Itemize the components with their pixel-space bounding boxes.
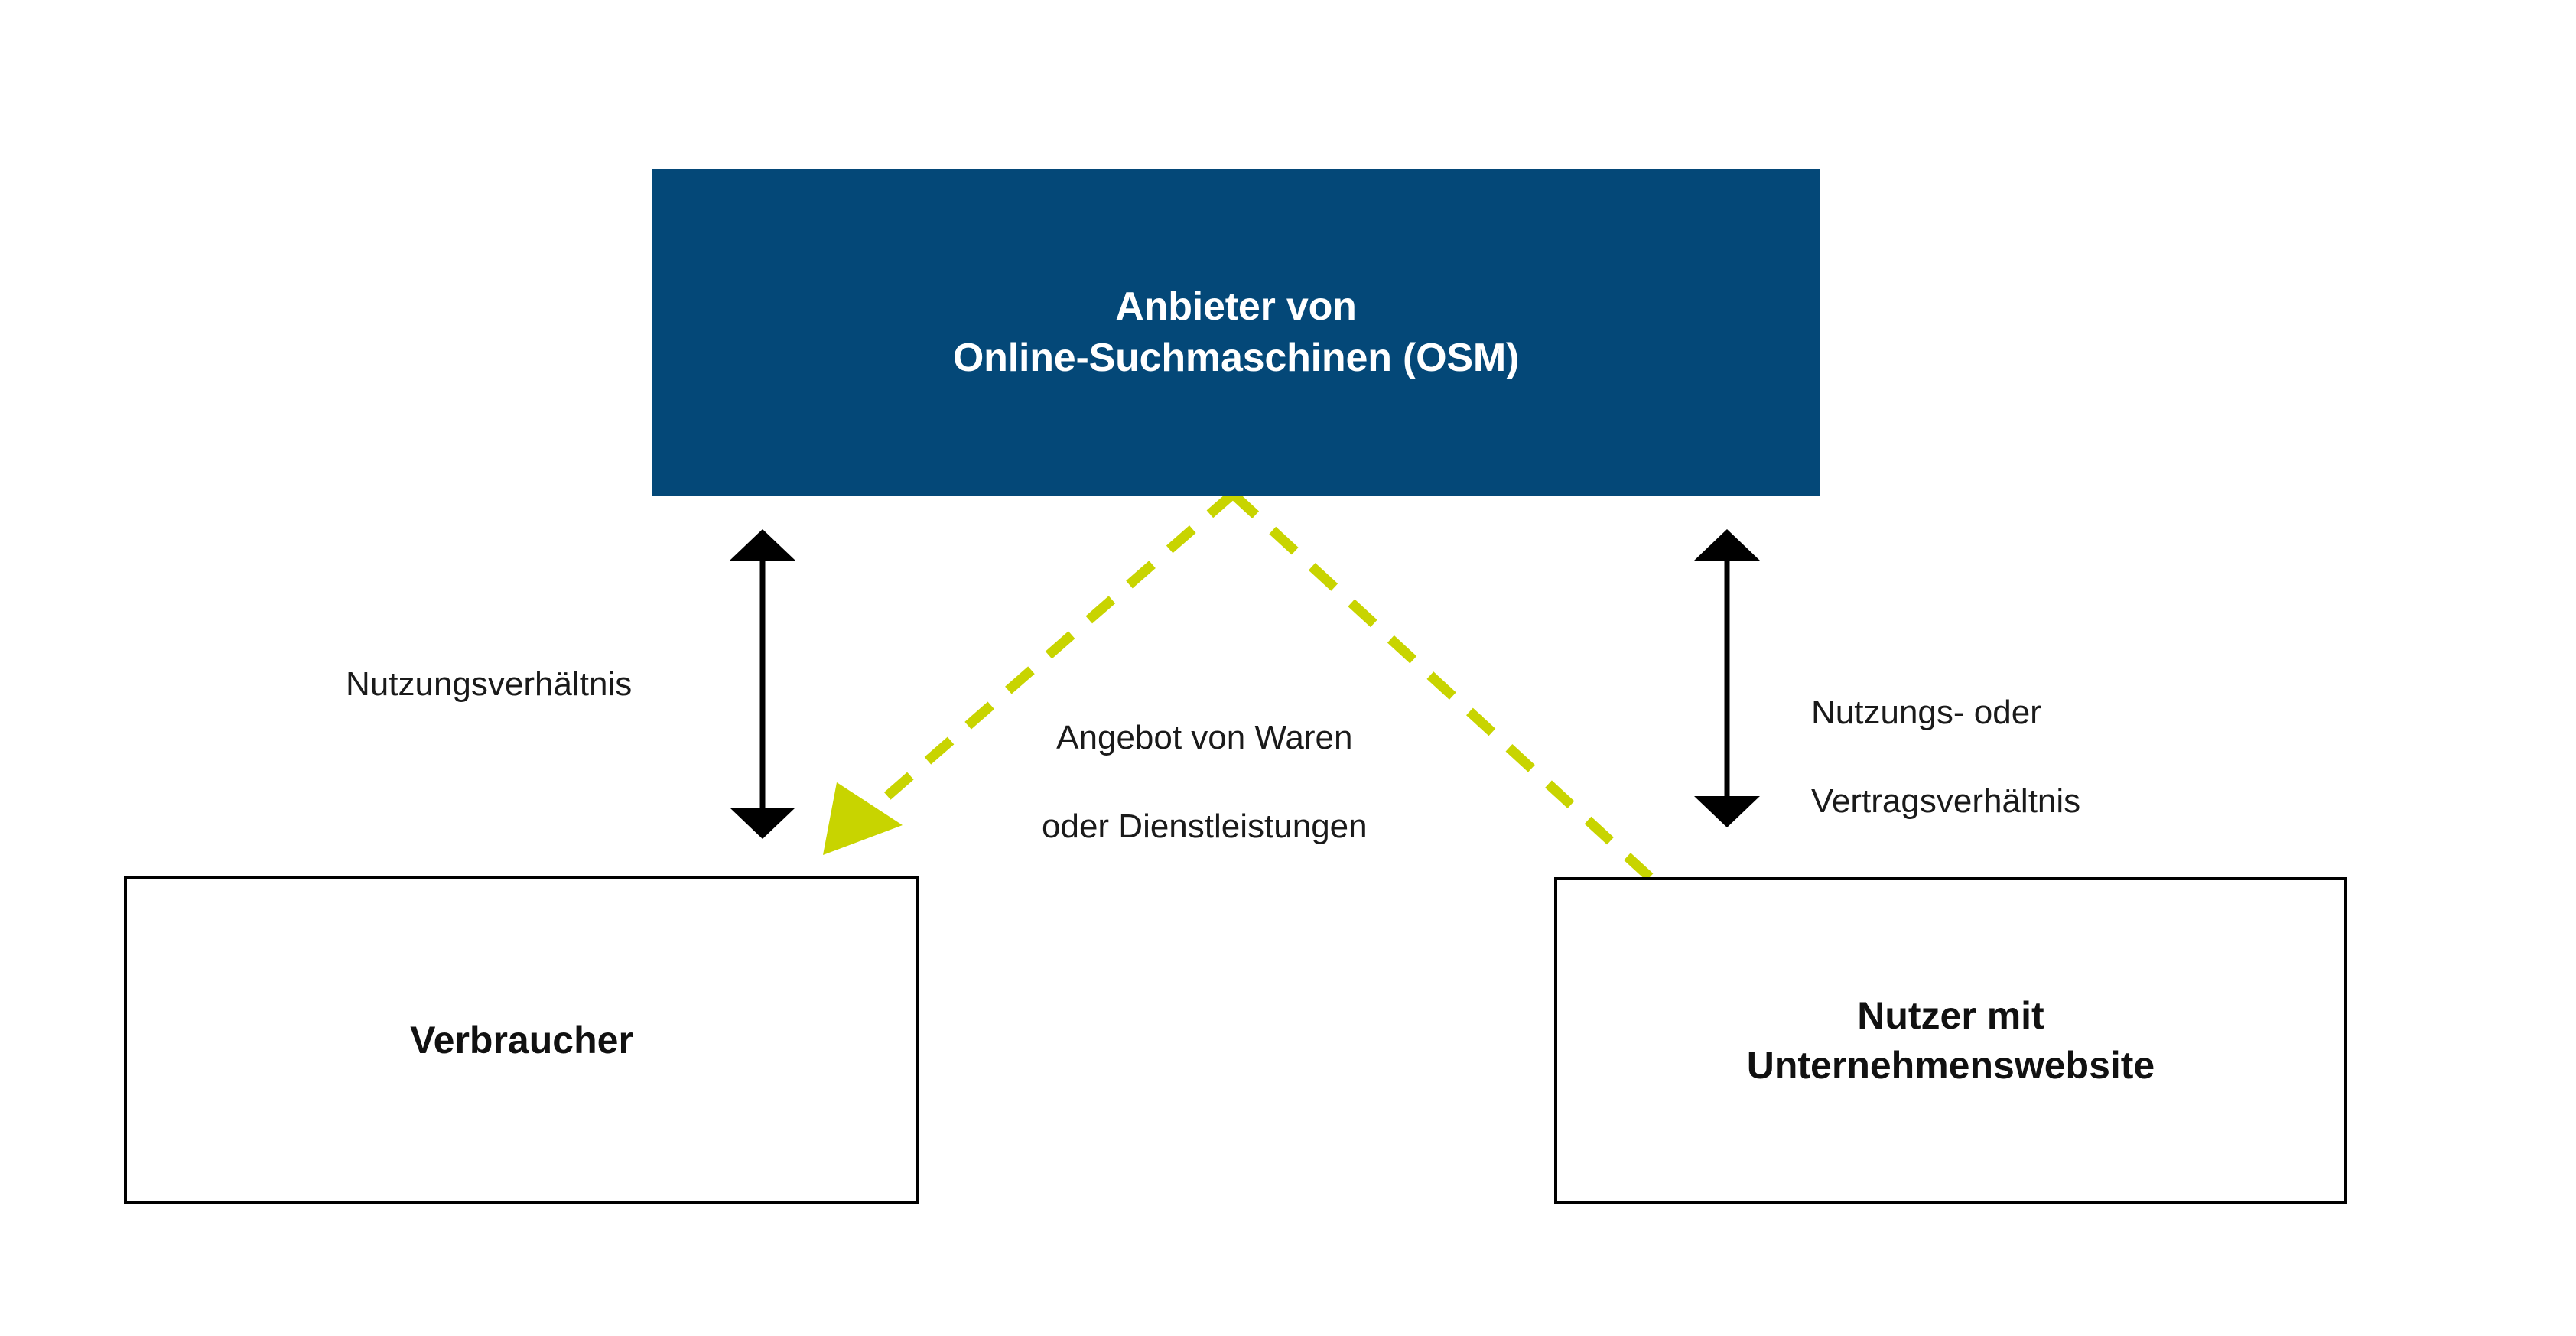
node-consumer[interactable]: Verbraucher [124, 876, 919, 1204]
node-business-user-label-line2: Unternehmenswebsite [1746, 1043, 2155, 1087]
connector-osm-consumer-arrow [730, 529, 795, 839]
edge-label-osm-consumer: Nutzungsverhältnis [346, 665, 633, 703]
edge-label-business-consumer-line1: Angebot von Waren [1056, 719, 1353, 757]
arrowhead-down-right-connector [1694, 796, 1760, 827]
connector-osm-business-arrow [1694, 529, 1760, 827]
arrowhead-dashed-to-consumer [823, 782, 903, 855]
edge-label-business-consumer-line2: oder Dienstleistungen [1042, 808, 1368, 846]
node-business-user-label-line1: Nutzer mit [1857, 993, 2044, 1037]
node-osm-provider-label-line1: Anbieter von [1115, 284, 1357, 329]
edge-label-osm-business: Nutzungs- oder Vertragsverhältnis [1811, 646, 2080, 868]
edge-label-osm-business-line1: Nutzungs- oder [1811, 694, 2041, 732]
node-consumer-label: Verbraucher [410, 1018, 633, 1061]
arrowhead-up-left-connector [730, 529, 795, 561]
node-osm-provider-label: Anbieter von Online-Suchmaschinen (OSM) [953, 281, 1519, 383]
node-business-user[interactable]: Nutzer mit Unternehmenswebsite [1554, 877, 2347, 1204]
node-business-user-label: Nutzer mit Unternehmenswebsite [1747, 991, 2155, 1091]
node-osm-provider[interactable]: Anbieter von Online-Suchmaschinen (OSM) [652, 169, 1820, 496]
edge-label-business-consumer: Angebot von Waren oder Dienstleistungen [1042, 671, 1368, 893]
arrowhead-up-right-connector [1694, 529, 1760, 561]
node-osm-provider-label-line2: Online-Suchmaschinen (OSM) [952, 335, 1520, 380]
edge-label-osm-business-line2: Vertragsverhältnis [1811, 782, 2081, 821]
arrowhead-down-left-connector [730, 808, 795, 839]
